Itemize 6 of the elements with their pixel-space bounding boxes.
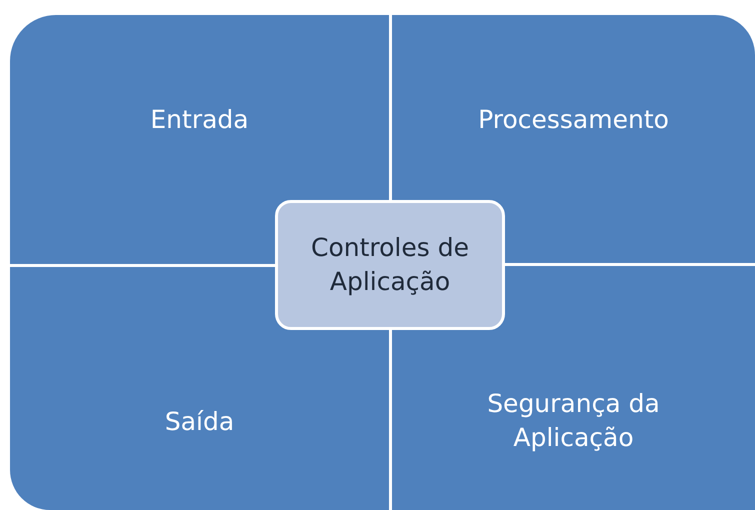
panel-label: Saída bbox=[164, 406, 236, 438]
panel-label: Processamento bbox=[477, 104, 670, 136]
panel-label: Controles de Aplicação bbox=[310, 232, 470, 298]
panel-label: Entrada bbox=[149, 104, 250, 136]
panel-label: Segurança da Aplicação bbox=[486, 388, 661, 454]
center-box bbox=[275, 200, 505, 330]
